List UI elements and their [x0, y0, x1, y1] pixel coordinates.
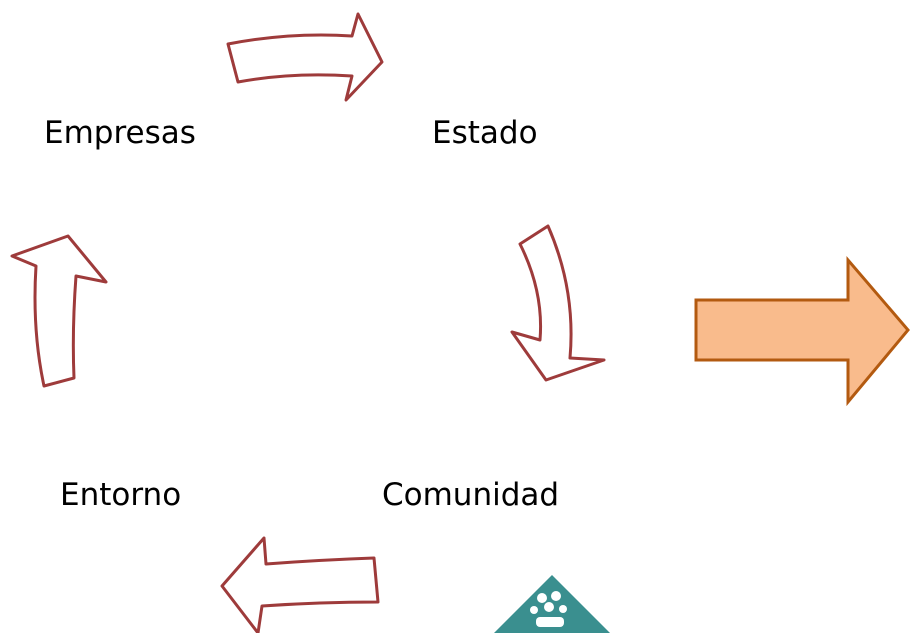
- node-label-estado: Estado: [432, 115, 538, 151]
- node-label-empresas: Empresas: [44, 115, 196, 151]
- node-label-entorno: Entorno: [60, 477, 182, 513]
- community-logo-icon: [494, 575, 610, 633]
- right-block-arrow-icon: [694, 255, 910, 407]
- arrow-empresas-to-estado-icon: [226, 12, 384, 102]
- node-label-comunidad: Comunidad: [382, 477, 560, 513]
- arrow-comunidad-to-entorno-icon: [220, 536, 380, 633]
- arrow-entorno-to-empresas-icon: [10, 234, 108, 388]
- arrow-estado-to-comunidad-icon: [510, 224, 606, 382]
